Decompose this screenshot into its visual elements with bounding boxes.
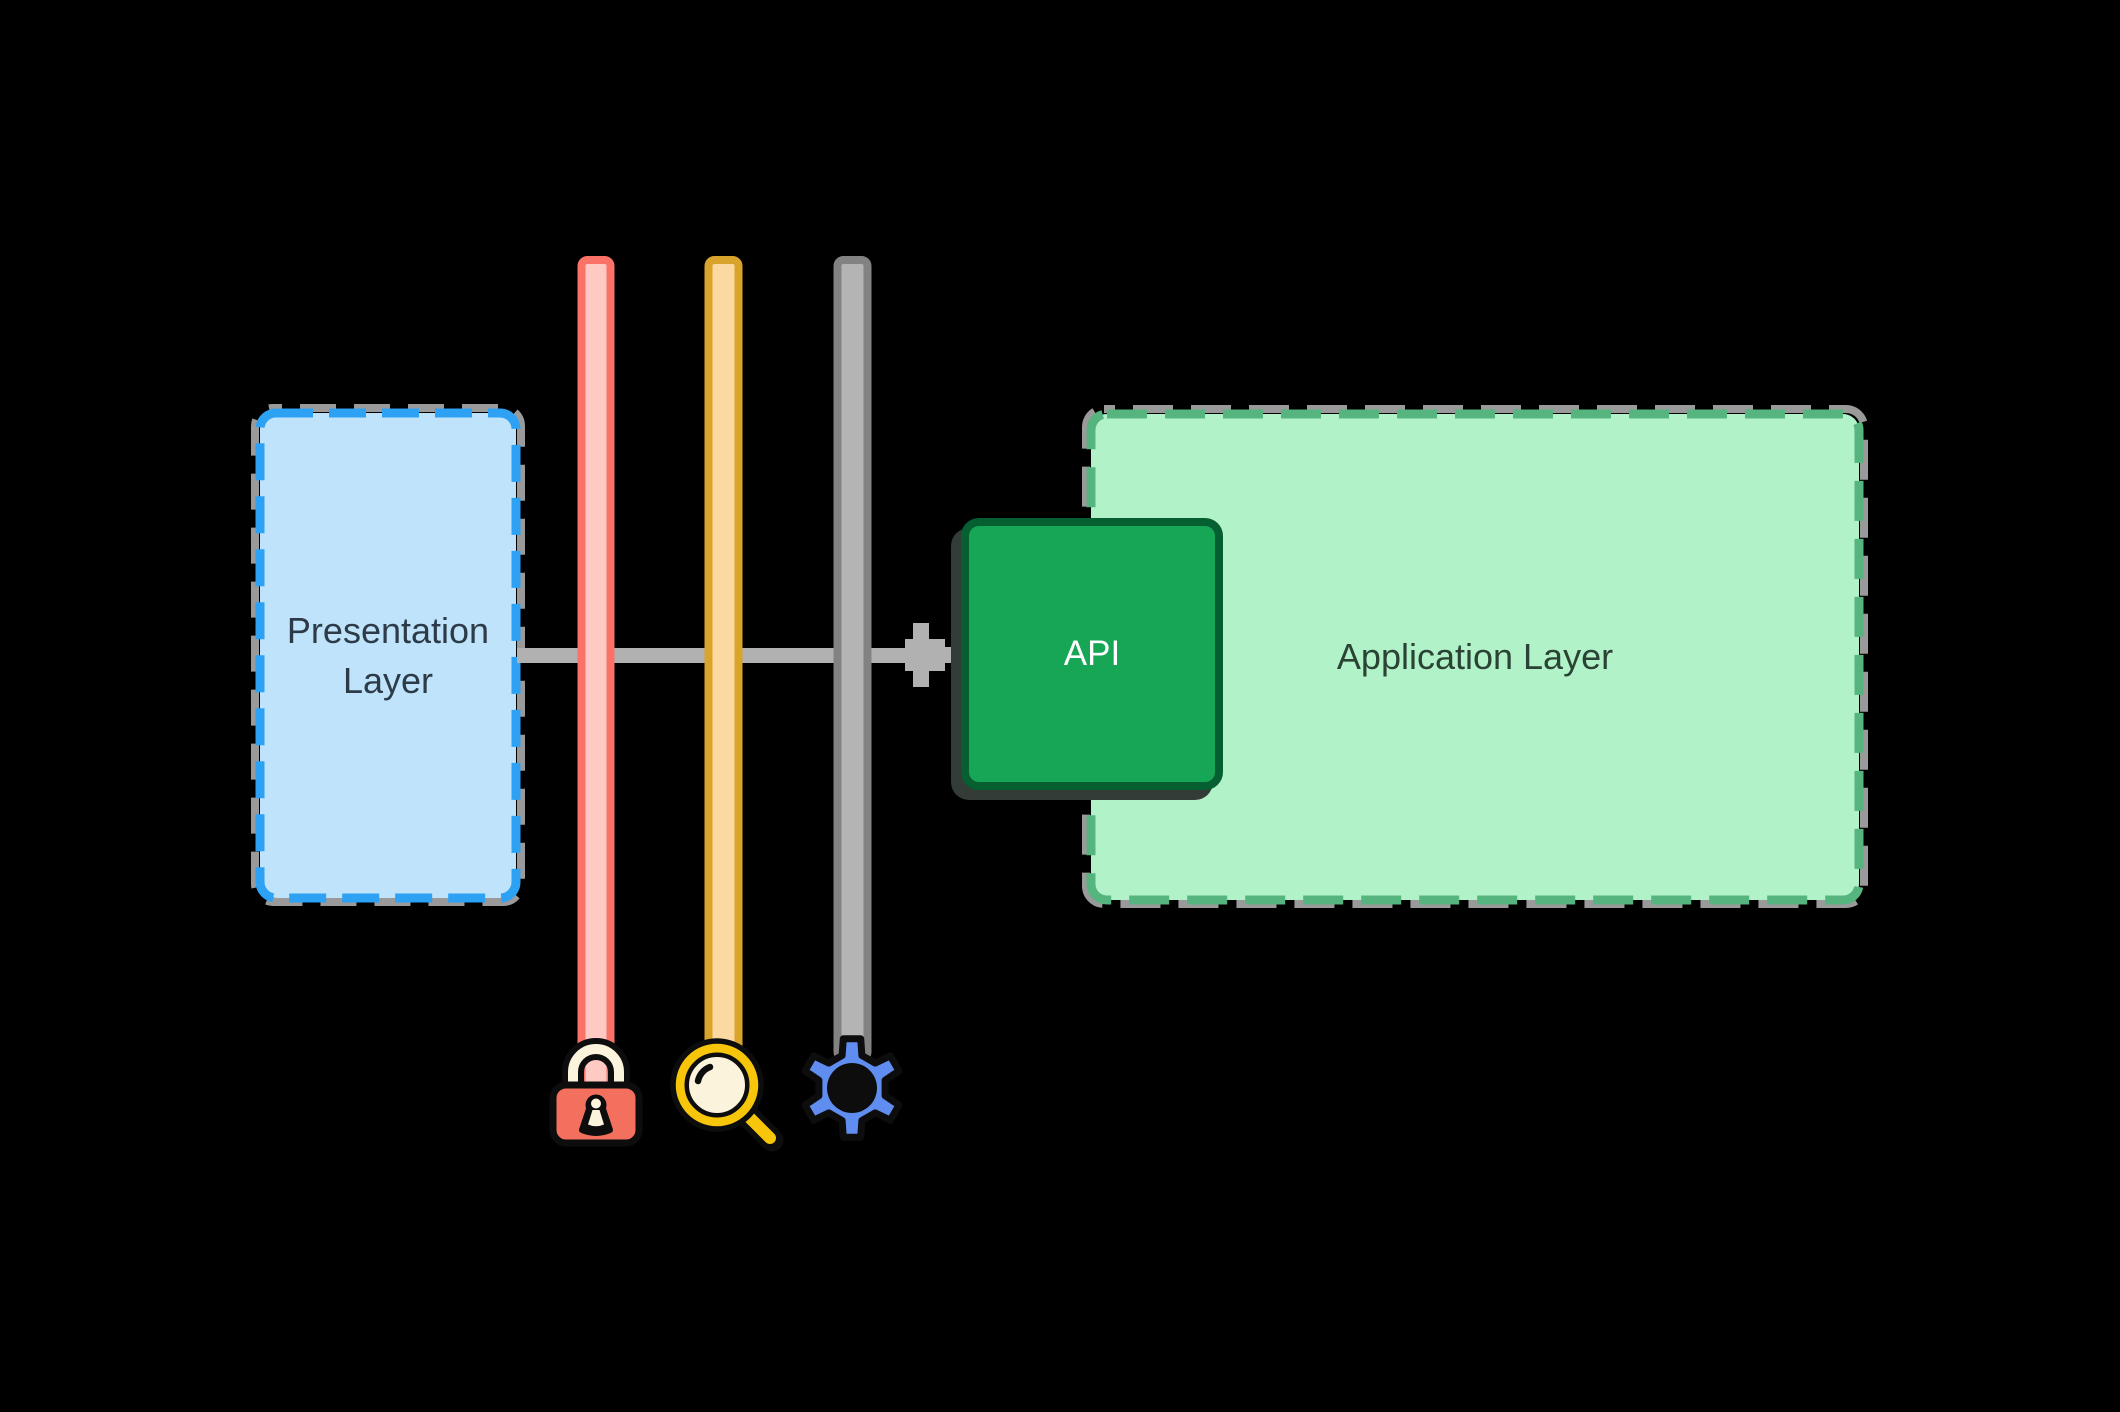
api-box: API [961,518,1223,790]
presentation-layer-box [251,404,525,906]
security-bar [577,256,615,1094]
lens-highlight [694,1063,714,1085]
presentation-box-border [255,408,521,903]
settings-bar [833,256,872,1062]
search-bar [704,256,743,1072]
lock-icon [549,1038,643,1147]
gear-icon [801,1035,903,1141]
magnifying-glass-icon [670,1038,784,1152]
api-label: API [1063,634,1121,673]
flow-arrow-head [905,623,953,687]
